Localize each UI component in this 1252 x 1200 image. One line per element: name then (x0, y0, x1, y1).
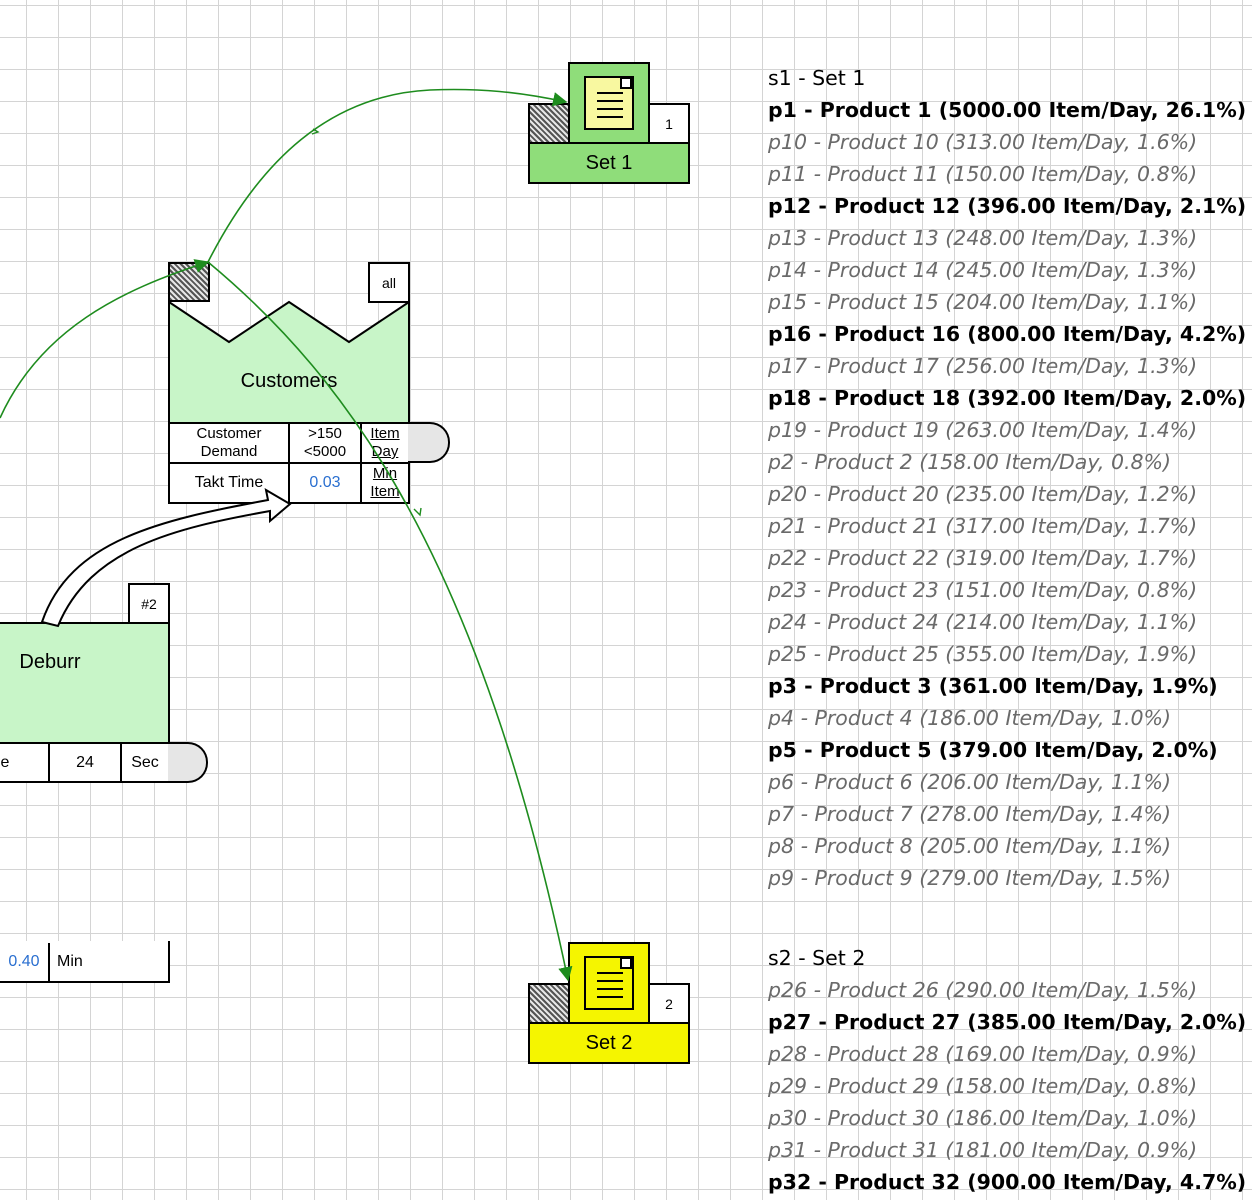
set1-count: 1 (665, 115, 673, 132)
deburr-row-unit: Sec (131, 753, 159, 771)
product-list-item: p7 - Product 7 (278.00 Item/Day, 1.4%) (768, 802, 1172, 826)
flow-line-customers-to-set1 (207, 88, 568, 263)
bottom-data-row (0, 941, 170, 983)
set2-count: 2 (665, 995, 673, 1012)
set1-count-box: 1 (648, 103, 690, 144)
set1-label: Set 1 (585, 151, 633, 174)
product-list-item: p22 - Product 22 (319.00 Item/Day, 1.7%) (768, 546, 1198, 570)
customers-table-col-divider-2 (360, 424, 362, 502)
customers-badge-text: all (381, 274, 396, 291)
customers-label: Customers (240, 369, 338, 392)
product-list-item: p2 - Product 2 (158.00 Item/Day, 0.8%) (768, 450, 1172, 474)
product-list-item: p29 - Product 29 (158.00 Item/Day, 0.8%) (768, 1074, 1198, 1098)
product-list-item: p5 - Product 5 (379.00 Item/Day, 2.0%) (768, 738, 1218, 762)
set2-list-header: s2 - Set 2 (768, 946, 866, 970)
product-list-item: p26 - Product 26 (290.00 Item/Day, 1.5%) (768, 978, 1198, 1002)
deburr-data-row (0, 742, 170, 783)
product-list-item: p24 - Product 24 (214.00 Item/Day, 1.1%) (768, 610, 1198, 634)
set1-inventory-icon (528, 103, 570, 144)
product-list-item: p23 - Product 23 (151.00 Item/Day, 0.8%) (768, 578, 1198, 602)
product-list-item: p3 - Product 3 (361.00 Item/Day, 1.9%) (768, 674, 1218, 698)
customer-demand-unit: Item Day (370, 425, 400, 460)
deburr-row-value: 24 (76, 753, 94, 771)
product-list-item: p31 - Product 31 (181.00 Item/Day, 0.9%) (768, 1138, 1198, 1162)
set1-label-bar: Set 1 (528, 142, 690, 184)
deburr-row-divider-1 (48, 744, 50, 781)
flow-tick-2 (413, 507, 422, 517)
deburr-row-label: e (0, 753, 10, 771)
product-list-item: p9 - Product 9 (279.00 Item/Day, 1.5%) (768, 866, 1172, 890)
product-list-item: p16 - Product 16 (800.00 Item/Day, 4.2%) (768, 322, 1247, 346)
product-list-item: p13 - Product 13 (248.00 Item/Day, 1.3%) (768, 226, 1198, 250)
customer-demand-label: Customer Demand (196, 425, 262, 460)
product-list-item: p4 - Product 4 (186.00 Item/Day, 1.0%) (768, 706, 1172, 730)
product-list-item: p28 - Product 28 (169.00 Item/Day, 0.9%) (768, 1042, 1198, 1066)
customers-factory-shape[interactable] (168, 300, 410, 424)
bottom-row-divider (48, 943, 50, 981)
customer-demand-value: >150 <5000 (303, 425, 347, 460)
deburr-label: Deburr (19, 650, 81, 673)
set2-label-bar: Set 2 (528, 1022, 690, 1064)
deburr-row-divider-2 (120, 744, 122, 781)
deburr-badge-text: #2 (141, 595, 157, 612)
bottom-row-unit: Min (57, 953, 83, 970)
product-list-item: p30 - Product 30 (186.00 Item/Day, 1.0%) (768, 1106, 1198, 1130)
product-list-item: p19 - Product 19 (263.00 Item/Day, 1.4%) (768, 418, 1198, 442)
product-list-item: p32 - Product 32 (900.00 Item/Day, 4.7%) (768, 1170, 1247, 1194)
product-list-item: p18 - Product 18 (392.00 Item/Day, 2.0%) (768, 386, 1247, 410)
customers-badge: all (368, 262, 410, 303)
set2-product-list: s2 - Set 2 p26 - Product 26 (290.00 Item… (768, 942, 1246, 1198)
product-list-item: p14 - Product 14 (245.00 Item/Day, 1.3%) (768, 258, 1198, 282)
product-list-item: p8 - Product 8 (205.00 Item/Day, 1.1%) (768, 834, 1172, 858)
deburr-process-box[interactable] (0, 622, 170, 744)
set1-document-icon (584, 76, 634, 130)
customers-table-end-tab (408, 422, 450, 463)
product-list-item: p20 - Product 20 (235.00 Item/Day, 1.2%) (768, 482, 1198, 506)
deburr-row-end-tab (168, 742, 208, 783)
product-list-item: p11 - Product 11 (150.00 Item/Day, 0.8%) (768, 162, 1198, 186)
set2-document-icon (584, 956, 634, 1010)
product-list-item: p1 - Product 1 (5000.00 Item/Day, 26.1%) (768, 98, 1247, 122)
customers-inventory-icon (168, 262, 210, 302)
set2-label: Set 2 (585, 1031, 633, 1054)
set2-count-box: 2 (648, 983, 690, 1024)
product-list-item: p10 - Product 10 (313.00 Item/Day, 1.6%) (768, 130, 1198, 154)
product-list-item: p17 - Product 17 (256.00 Item/Day, 1.3%) (768, 354, 1198, 378)
takt-time-value: 0.03 (309, 474, 341, 491)
product-list-item: p21 - Product 21 (317.00 Item/Day, 1.7%) (768, 514, 1198, 538)
product-list-item: p6 - Product 6 (206.00 Item/Day, 1.1%) (768, 770, 1172, 794)
set1-product-list: s1 - Set 1 p1 - Product 1 (5000.00 Item/… (768, 62, 1246, 894)
bottom-row-value: 0.40 (8, 953, 40, 970)
set1-list-items: p1 - Product 1 (5000.00 Item/Day, 26.1%)… (768, 94, 1246, 894)
product-list-item: p27 - Product 27 (385.00 Item/Day, 2.0%) (768, 1010, 1247, 1034)
set2-list-items: p26 - Product 26 (290.00 Item/Day, 1.5%)… (768, 974, 1246, 1198)
set1-list-header: s1 - Set 1 (768, 66, 866, 90)
product-list-item: p15 - Product 15 (204.00 Item/Day, 1.1%) (768, 290, 1198, 314)
takt-time-unit: Min Item (370, 465, 400, 500)
product-list-item: p25 - Product 25 (355.00 Item/Day, 1.9%) (768, 642, 1198, 666)
product-list-item: p12 - Product 12 (396.00 Item/Day, 2.1%) (768, 194, 1247, 218)
takt-time-label: Takt Time (194, 474, 264, 491)
deburr-operator-badge: #2 (128, 583, 170, 624)
flow-tick-1 (311, 128, 320, 135)
set2-inventory-icon (528, 983, 570, 1024)
